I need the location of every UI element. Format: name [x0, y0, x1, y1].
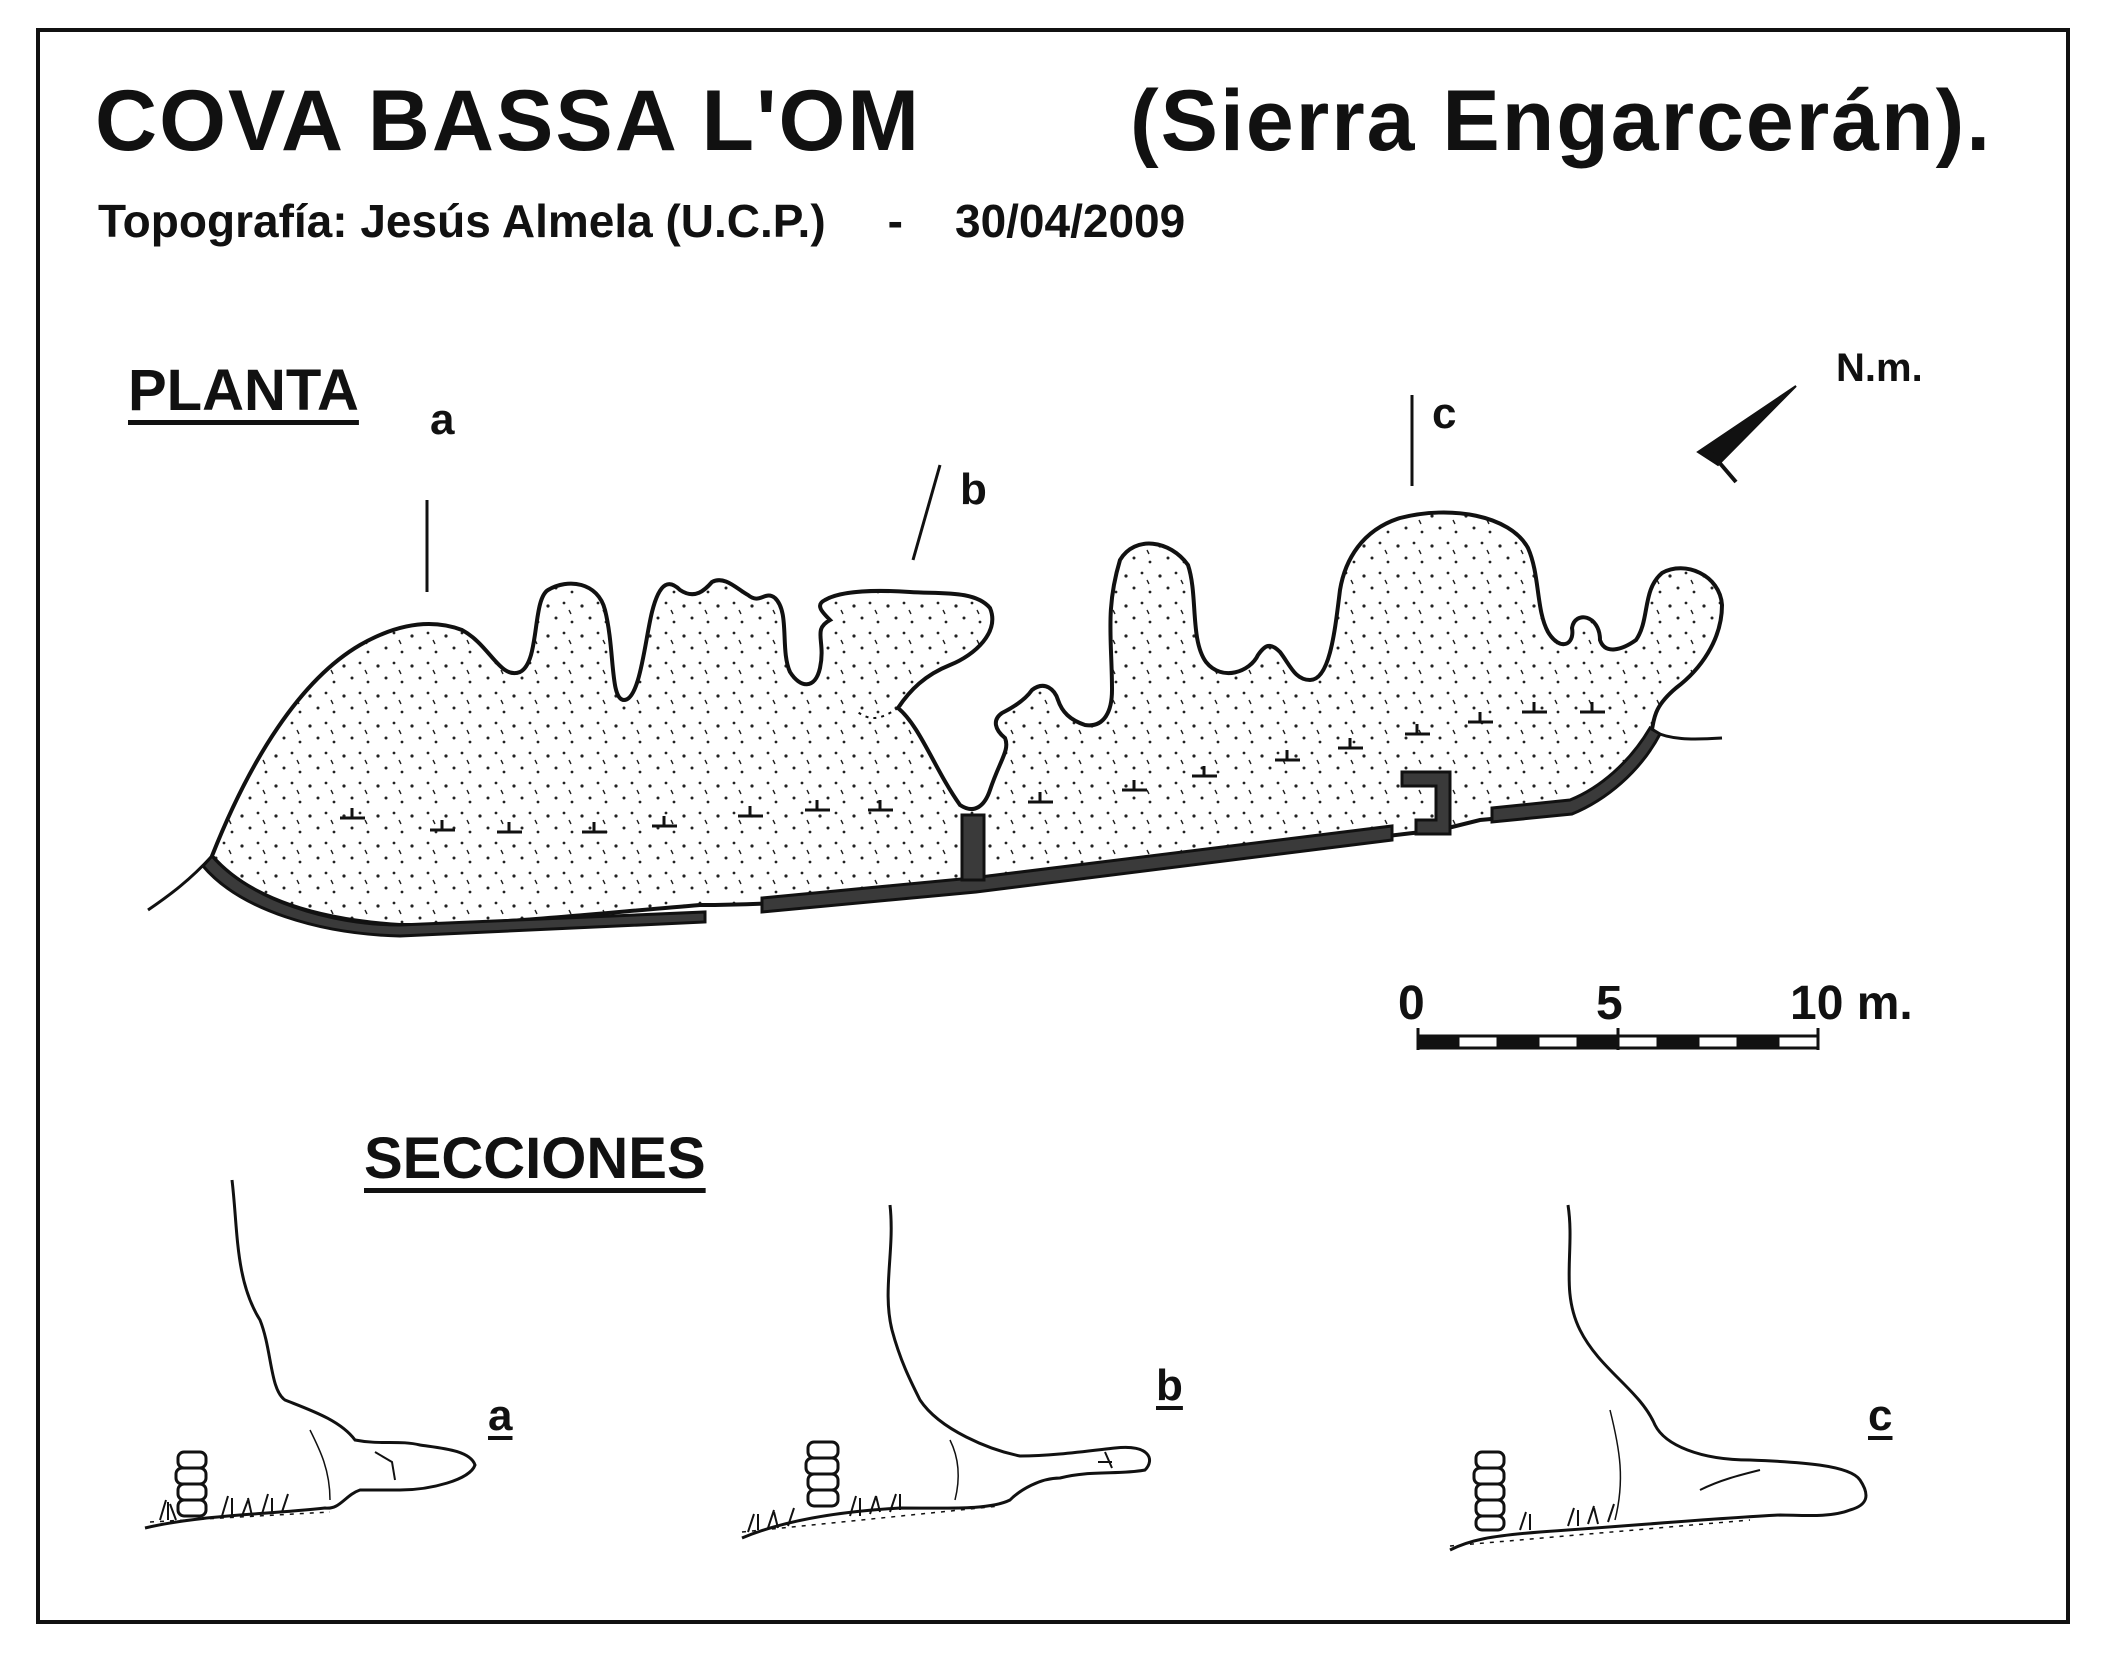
section-a-drawing: [144, 1179, 477, 1530]
cave-plan-outline: [209, 510, 1725, 928]
cairn-icon: [804, 1440, 840, 1508]
slope-ticks: [340, 702, 1605, 834]
north-arrow-icon: [1696, 385, 1797, 484]
survey-date: 30/04/2009: [954, 195, 1186, 247]
section-c-drawing: [1449, 1204, 1868, 1552]
grass-icon: [159, 1493, 289, 1521]
map-frame: [36, 28, 2070, 1624]
north-label: N.m.: [1836, 346, 1923, 390]
plan-section-mark-b: b: [960, 465, 987, 514]
passage-edge: [854, 707, 899, 719]
scale-label-0: 0: [1398, 977, 1425, 1030]
survey-credit: Topografía: Jesús Almela (U.C.P.) -30/04/…: [98, 198, 1185, 244]
dry-stone-walls: [201, 725, 1662, 938]
scale-label-10: 10 m.: [1790, 977, 1913, 1030]
section-label-b: b: [1156, 1361, 1183, 1410]
scale-label-5: 5: [1596, 977, 1623, 1030]
section-cut-lines: [425, 395, 1414, 592]
ground-line-left: [147, 854, 214, 912]
scale-bar: [1416, 1028, 1820, 1050]
cairn-icon: [174, 1450, 208, 1518]
cairn-icon: [1472, 1450, 1506, 1532]
sections-heading: SECCIONES: [364, 1126, 706, 1191]
section-b-drawing: [741, 1204, 1151, 1540]
plan-section-mark-c: c: [1432, 389, 1457, 438]
section-label-c: c: [1868, 1391, 1893, 1440]
grass-icon: [1519, 1503, 1615, 1531]
cave-location: (Sierra Engarcerán).: [1130, 73, 1993, 169]
cave-title: COVA BASSA L'OM: [95, 73, 922, 169]
grass-icon: [747, 1493, 901, 1533]
surveyor: Topografía: Jesús Almela (U.C.P.): [98, 195, 826, 247]
section-label-a: a: [488, 1391, 513, 1440]
plan-heading: PLANTA: [128, 358, 359, 423]
credit-separator: -: [887, 195, 903, 247]
plan-section-mark-a: a: [430, 395, 455, 444]
